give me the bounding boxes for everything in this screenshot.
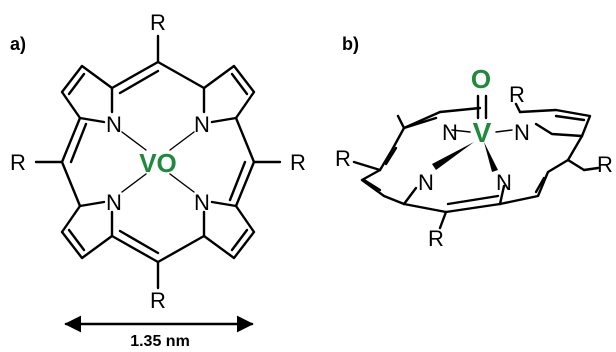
oxygen-atom: O — [471, 64, 491, 94]
vanadyl-center: VO — [139, 148, 177, 178]
substituent-r-left: R — [10, 150, 26, 175]
nitrogen-back-left: N — [442, 120, 458, 145]
panel-a-structure: R R R R N N N N VO — [10, 10, 306, 313]
vanadium-atom: V — [473, 117, 492, 148]
nitrogen-lower-right: N — [194, 190, 210, 215]
nitrogen-front-left: N — [418, 170, 434, 195]
nitrogen-front-right: N — [496, 170, 512, 195]
scale-label: 1.35 nm — [130, 333, 190, 350]
nitrogen-upper-right: N — [194, 112, 210, 137]
substituent-r-top: R — [150, 10, 166, 35]
nitrogen-upper-left: N — [106, 112, 122, 137]
substituent-r-right: R — [290, 150, 306, 175]
nitrogen-lower-left: N — [106, 190, 122, 215]
panel-b-structure: O V N N N N R R R R — [335, 64, 613, 251]
panel-a-label: a) — [10, 34, 26, 54]
substituent-r-bottom: R — [150, 288, 166, 313]
substituent-r-right-b: R — [597, 152, 613, 177]
substituent-r-front: R — [428, 226, 444, 251]
panel-b-label: b) — [342, 34, 359, 54]
nitrogen-back-right: N — [514, 120, 530, 145]
scale-bar: 1.35 nm — [64, 315, 254, 350]
substituent-r-back: R — [509, 82, 525, 107]
substituent-r-left-b: R — [335, 146, 351, 171]
